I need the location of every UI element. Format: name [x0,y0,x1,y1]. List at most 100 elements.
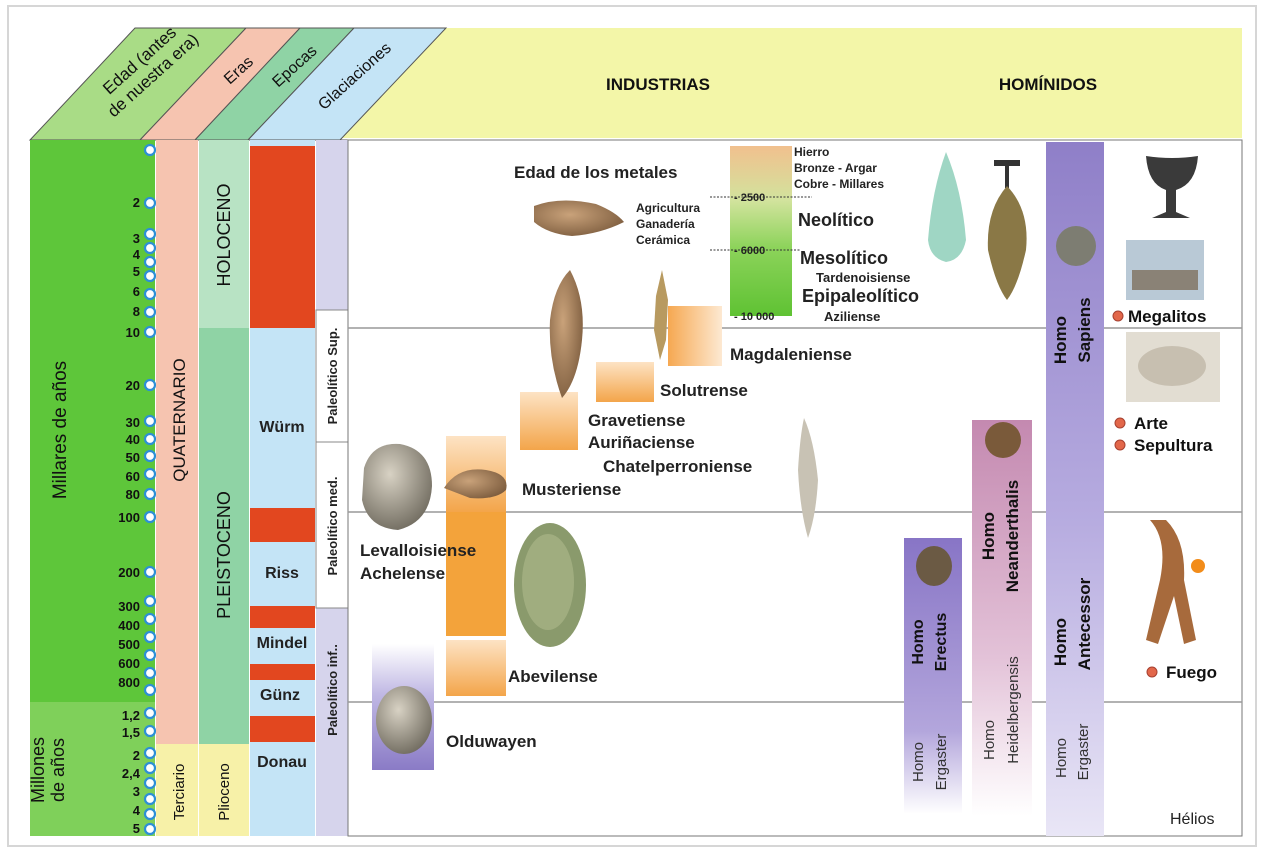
hierro-label: Hierro [794,145,829,159]
arte-label: Arte [1134,414,1168,433]
aurinaciense-bar [520,392,578,450]
age-tick-marker [145,809,155,819]
neanderthal-skull-icon [985,422,1021,458]
age-tick-label: 20 [126,378,140,393]
hominids-title: HOMÍNIDOS [999,75,1097,94]
age-tick-marker [145,632,155,642]
age-tick-marker [145,824,155,834]
age-tick-marker [145,489,155,499]
pleistocene-label: PLEISTOCENO [214,491,234,619]
age-tick-label: 100 [118,510,140,525]
tertiary-label: Terciario [171,764,188,821]
age-tick-marker [145,289,155,299]
age-tick-label: 1,5 [122,725,140,740]
age-tick-marker [145,668,155,678]
neolitico-label: Neolítico [798,210,874,230]
industries-header-band [340,28,1242,138]
credit-label: Hélios [1170,811,1214,828]
magdaleniense-bar [668,306,722,366]
age-tick-label: 200 [118,565,140,580]
age-tick-label: 3 [133,784,140,799]
age-tick-marker [145,778,155,788]
pebble-tool-icon [376,686,432,754]
cobre-label: Cobre - Millares [794,177,884,191]
metals-bar [730,146,792,316]
sepultura-label: Sepultura [1134,436,1213,455]
age-tick-marker [145,327,155,337]
age-tick-marker [145,763,155,773]
age-tick-marker [145,198,155,208]
age-tick-label: 2 [133,748,140,763]
erectus-line1: Homo [910,619,927,665]
age-tick-marker [145,416,155,426]
age-tick-label: 50 [126,450,140,465]
age-tick-label: 30 [126,415,140,430]
age-tick-label: 800 [118,675,140,690]
age-tick-label: 600 [118,656,140,671]
mindel-label: Mindel [257,635,308,652]
levalloisiense-label: Levalloisiense [360,541,476,560]
fuego-label: Fuego [1166,663,1217,682]
tardenoisiense-label: Tardenoisiense [816,270,910,285]
age-tick-marker [145,596,155,606]
age-tick-label: 60 [126,469,140,484]
neolithic-trait-2: Ganadería [636,217,695,231]
torch-fire-icon [1191,559,1205,573]
age-tick-marker [145,685,155,695]
holocene-interglacial [250,146,315,328]
age-tick-label: 2 [133,195,140,210]
ergaster2-line1: Homo [1053,738,1070,778]
age-tick-label: 4 [133,803,141,818]
musteriense-label: Musteriense [522,480,621,499]
upper-paleolithic-label: Paleolítico Sup. [325,328,340,425]
abevilense-label: Abevilense [508,667,598,686]
industries-title: INDUSTRIAS [606,75,710,94]
age-tick-marker [145,434,155,444]
millions-label-line2: de años [48,738,68,802]
age-tick-label: 2,4 [122,766,141,781]
neanderthalis-line1: Homo [979,512,998,560]
gravetiense-label: Gravetiense [588,411,685,430]
age-tick-marker [145,567,155,577]
age-tick-marker [145,380,155,390]
heidelbergensis-line2: Heidelbergensis [1005,656,1022,764]
year-10000-label: - 10 000 [734,311,774,323]
solutrense-bar [596,362,654,402]
age-tick-marker [145,145,155,155]
neanderthalis-line2: Neanderthalis [1003,480,1022,592]
aziliense-label: Aziliense [824,309,880,324]
donau-gunz-interglacial [250,716,315,742]
metals-title: Edad de los metales [514,163,677,182]
age-tick-marker [145,243,155,253]
age-tick-marker [145,512,155,522]
year-6000-label: - 6000 [734,245,765,257]
achelense-label: Achelense [360,564,445,583]
age-tick-marker [145,650,155,660]
holocene-label: HOLOCENO [214,183,234,286]
neolithic-trait-1: Agricultura [636,201,700,215]
age-tick-marker [145,451,155,461]
erectus-skull-icon [916,546,952,586]
chatelperroniense-label: Chatelperroniense [603,457,752,476]
year-2500-label: - 2500 [734,192,765,204]
gunz-label: Günz [260,687,300,704]
age-tick-label: 40 [126,432,140,447]
age-tick-marker [145,257,155,267]
riss-label: Riss [265,565,299,582]
wurm-label: Würm [259,419,304,436]
age-tick-marker [145,748,155,758]
ergaster2-line2: Ergaster [1075,724,1092,781]
thousands-label: Millares de años [50,361,71,499]
sapiens-skull-icon [1056,226,1096,266]
pliocene-label: Plioceno [216,763,233,821]
mesolitico-label: Mesolítico [800,248,888,268]
age-tick-label: 300 [118,599,140,614]
bronze-label: Bronze - Argar [794,161,877,175]
millions-label-line1: Millones [28,737,48,803]
donau-label: Donau [257,754,307,771]
age-tick-label: 1,2 [122,708,140,723]
age-tick-marker [145,271,155,281]
mindel-riss-interglacial [250,606,315,628]
gunz-mindel-interglacial [250,664,315,680]
antecessor-line2: Antecessor [1075,577,1094,670]
